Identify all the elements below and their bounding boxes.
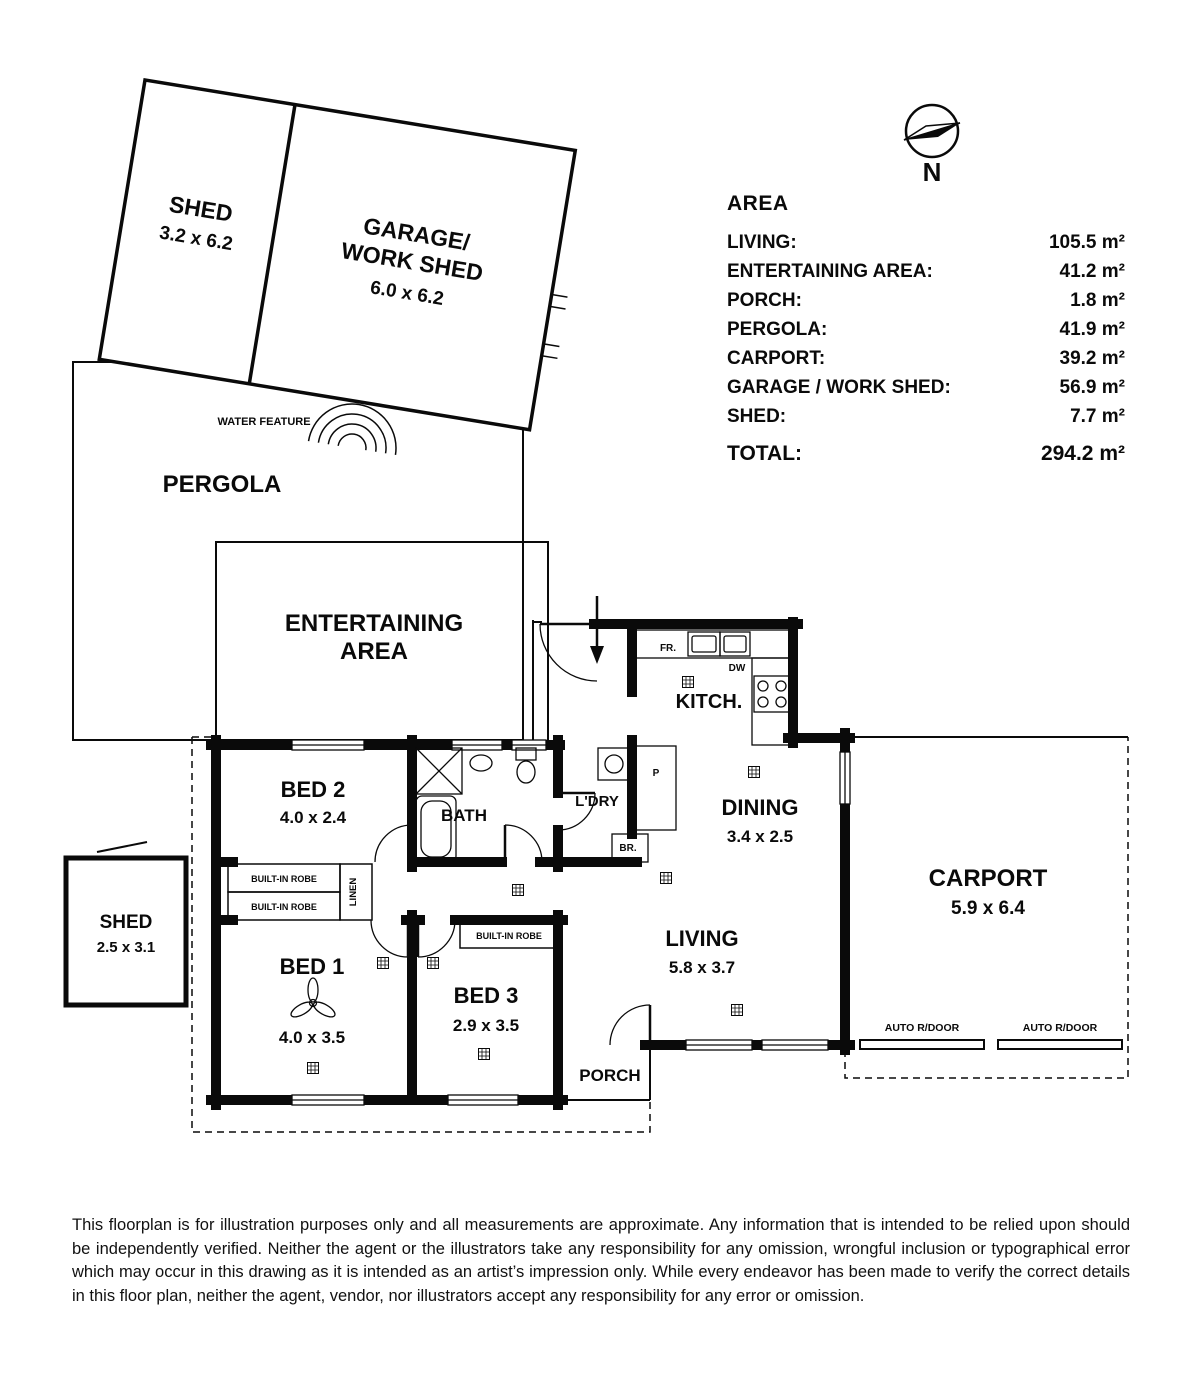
area-row-label: CARPORT: xyxy=(727,348,826,369)
bed3-label: BED 3 xyxy=(454,983,519,1008)
robe-bed2-label: BUILT-IN ROBE xyxy=(251,874,317,884)
bathroom-fixtures xyxy=(415,747,537,863)
area-row-shed: SHED: 7.7 m² xyxy=(727,402,1125,431)
carport-dims: 5.9 x 6.4 xyxy=(951,898,1025,919)
disclaimer-text: This floorplan is for illustration purpo… xyxy=(72,1216,1130,1305)
compass xyxy=(903,103,961,159)
laundry-label: L'DRY xyxy=(575,793,619,810)
area-row-label: PORCH: xyxy=(727,290,802,311)
windows xyxy=(291,739,851,1106)
area-total-value: 294.2 m² xyxy=(1040,442,1125,465)
entry-arrow xyxy=(590,596,604,664)
area-table-title: AREA xyxy=(727,192,789,215)
small-shed-dims: 2.5 x 3.1 xyxy=(97,939,155,956)
bed3-dims: 2.9 x 3.5 xyxy=(453,1016,519,1035)
small-shed-label: SHED xyxy=(100,912,153,933)
robes-linen xyxy=(227,863,559,949)
compass-north-label: N xyxy=(923,157,942,187)
robe-bed1-label: BUILT-IN ROBE xyxy=(251,902,317,912)
robe-bed3-box xyxy=(459,921,559,949)
area-row-living: LIVING: 105.5 m² xyxy=(727,228,1125,257)
dining-dims: 3.4 x 2.5 xyxy=(727,827,793,846)
area-total-label: TOTAL: xyxy=(727,442,803,465)
kitchen-counter xyxy=(751,657,792,746)
entertaining-label-line2: AREA xyxy=(340,638,408,665)
compass-needle-head xyxy=(904,123,960,140)
auto-door-right-label: AUTO R/DOOR xyxy=(1023,1022,1098,1034)
area-row-value: 1.8 m² xyxy=(1070,290,1125,311)
linen-box xyxy=(339,863,373,921)
bed2-dims: 4.0 x 2.4 xyxy=(280,808,347,827)
area-row-value: 56.9 m² xyxy=(1059,377,1125,398)
porch-label: PORCH xyxy=(579,1066,640,1085)
area-row-label: PERGOLA: xyxy=(727,319,828,340)
small-shed xyxy=(63,841,189,1008)
pergola-label: PERGOLA xyxy=(163,471,282,498)
auto-door-left-label: AUTO R/DOOR xyxy=(885,1022,960,1034)
stove xyxy=(753,675,790,713)
area-row-pergola: PERGOLA: 41.9 m² xyxy=(727,315,1125,344)
doors xyxy=(370,622,652,1046)
area-row-label: GARAGE / WORK SHED: xyxy=(727,377,951,398)
area-row-garage: GARAGE / WORK SHED: 56.9 m² xyxy=(727,373,1125,402)
dishwasher-label: DW xyxy=(729,663,746,674)
water-feature xyxy=(307,403,397,455)
area-row-value: 41.9 m² xyxy=(1059,319,1125,340)
pantry-label: P xyxy=(653,768,660,779)
area-total-row: TOTAL: 294.2 m² xyxy=(727,442,1125,466)
toilet xyxy=(516,760,536,784)
bath-label: BATH xyxy=(441,806,487,825)
area-row-value: 41.2 m² xyxy=(1059,261,1125,282)
laundry-trough xyxy=(597,747,631,781)
broom-label: BR. xyxy=(619,843,636,854)
carport-label: CARPORT xyxy=(929,865,1048,892)
water-feature-label: WATER FEATURE xyxy=(217,416,310,428)
dining-label: DINING xyxy=(722,795,799,820)
toilet-cistern xyxy=(515,747,537,761)
bed1-label: BED 1 xyxy=(280,954,345,979)
area-table: AREA LIVING: 105.5 m² ENTERTAINING AREA:… xyxy=(727,192,1125,466)
area-row-label: LIVING: xyxy=(727,232,797,253)
boundary-dashed-lines xyxy=(191,736,1129,1133)
shower xyxy=(415,747,463,795)
robe-bed3-label: BUILT-IN ROBE xyxy=(476,931,542,941)
basin xyxy=(469,754,493,772)
area-row-carport: CARPORT: 39.2 m² xyxy=(727,344,1125,373)
bed2-label: BED 2 xyxy=(281,777,346,802)
area-row-label: SHED: xyxy=(727,406,787,427)
area-row-value: 7.7 m² xyxy=(1070,406,1125,427)
broom-cupboard xyxy=(611,833,649,863)
house-walls xyxy=(206,617,1128,1110)
ceiling-fan xyxy=(290,977,336,1018)
area-row-entertaining: ENTERTAINING AREA: 41.2 m² xyxy=(727,257,1125,286)
pantry-cupboard xyxy=(635,745,677,831)
bathtub xyxy=(415,795,457,863)
shed-garage-block: SHED 3.2 x 6.2 GARAGE/ WORK SHED 6.0 x 6… xyxy=(97,77,578,432)
linen-label: LINEN xyxy=(348,878,359,907)
fridge-label: FR. xyxy=(660,643,676,654)
area-row-label: ENTERTAINING AREA: xyxy=(727,261,933,282)
living-label: LIVING xyxy=(665,926,738,951)
kitchen-fixtures xyxy=(611,629,792,863)
roller-doors xyxy=(859,1039,1123,1050)
kitchen-label: KITCH. xyxy=(676,691,743,713)
area-row-value: 105.5 m² xyxy=(1048,232,1125,253)
entertaining-label-line1: ENTERTAINING xyxy=(285,610,463,637)
living-dims: 5.8 x 3.7 xyxy=(669,958,735,977)
bed1-dims: 4.0 x 3.5 xyxy=(279,1028,345,1047)
kitchen-bench xyxy=(633,629,792,659)
area-row-porch: PORCH: 1.8 m² xyxy=(727,286,1125,315)
area-row-value: 39.2 m² xyxy=(1059,348,1125,369)
